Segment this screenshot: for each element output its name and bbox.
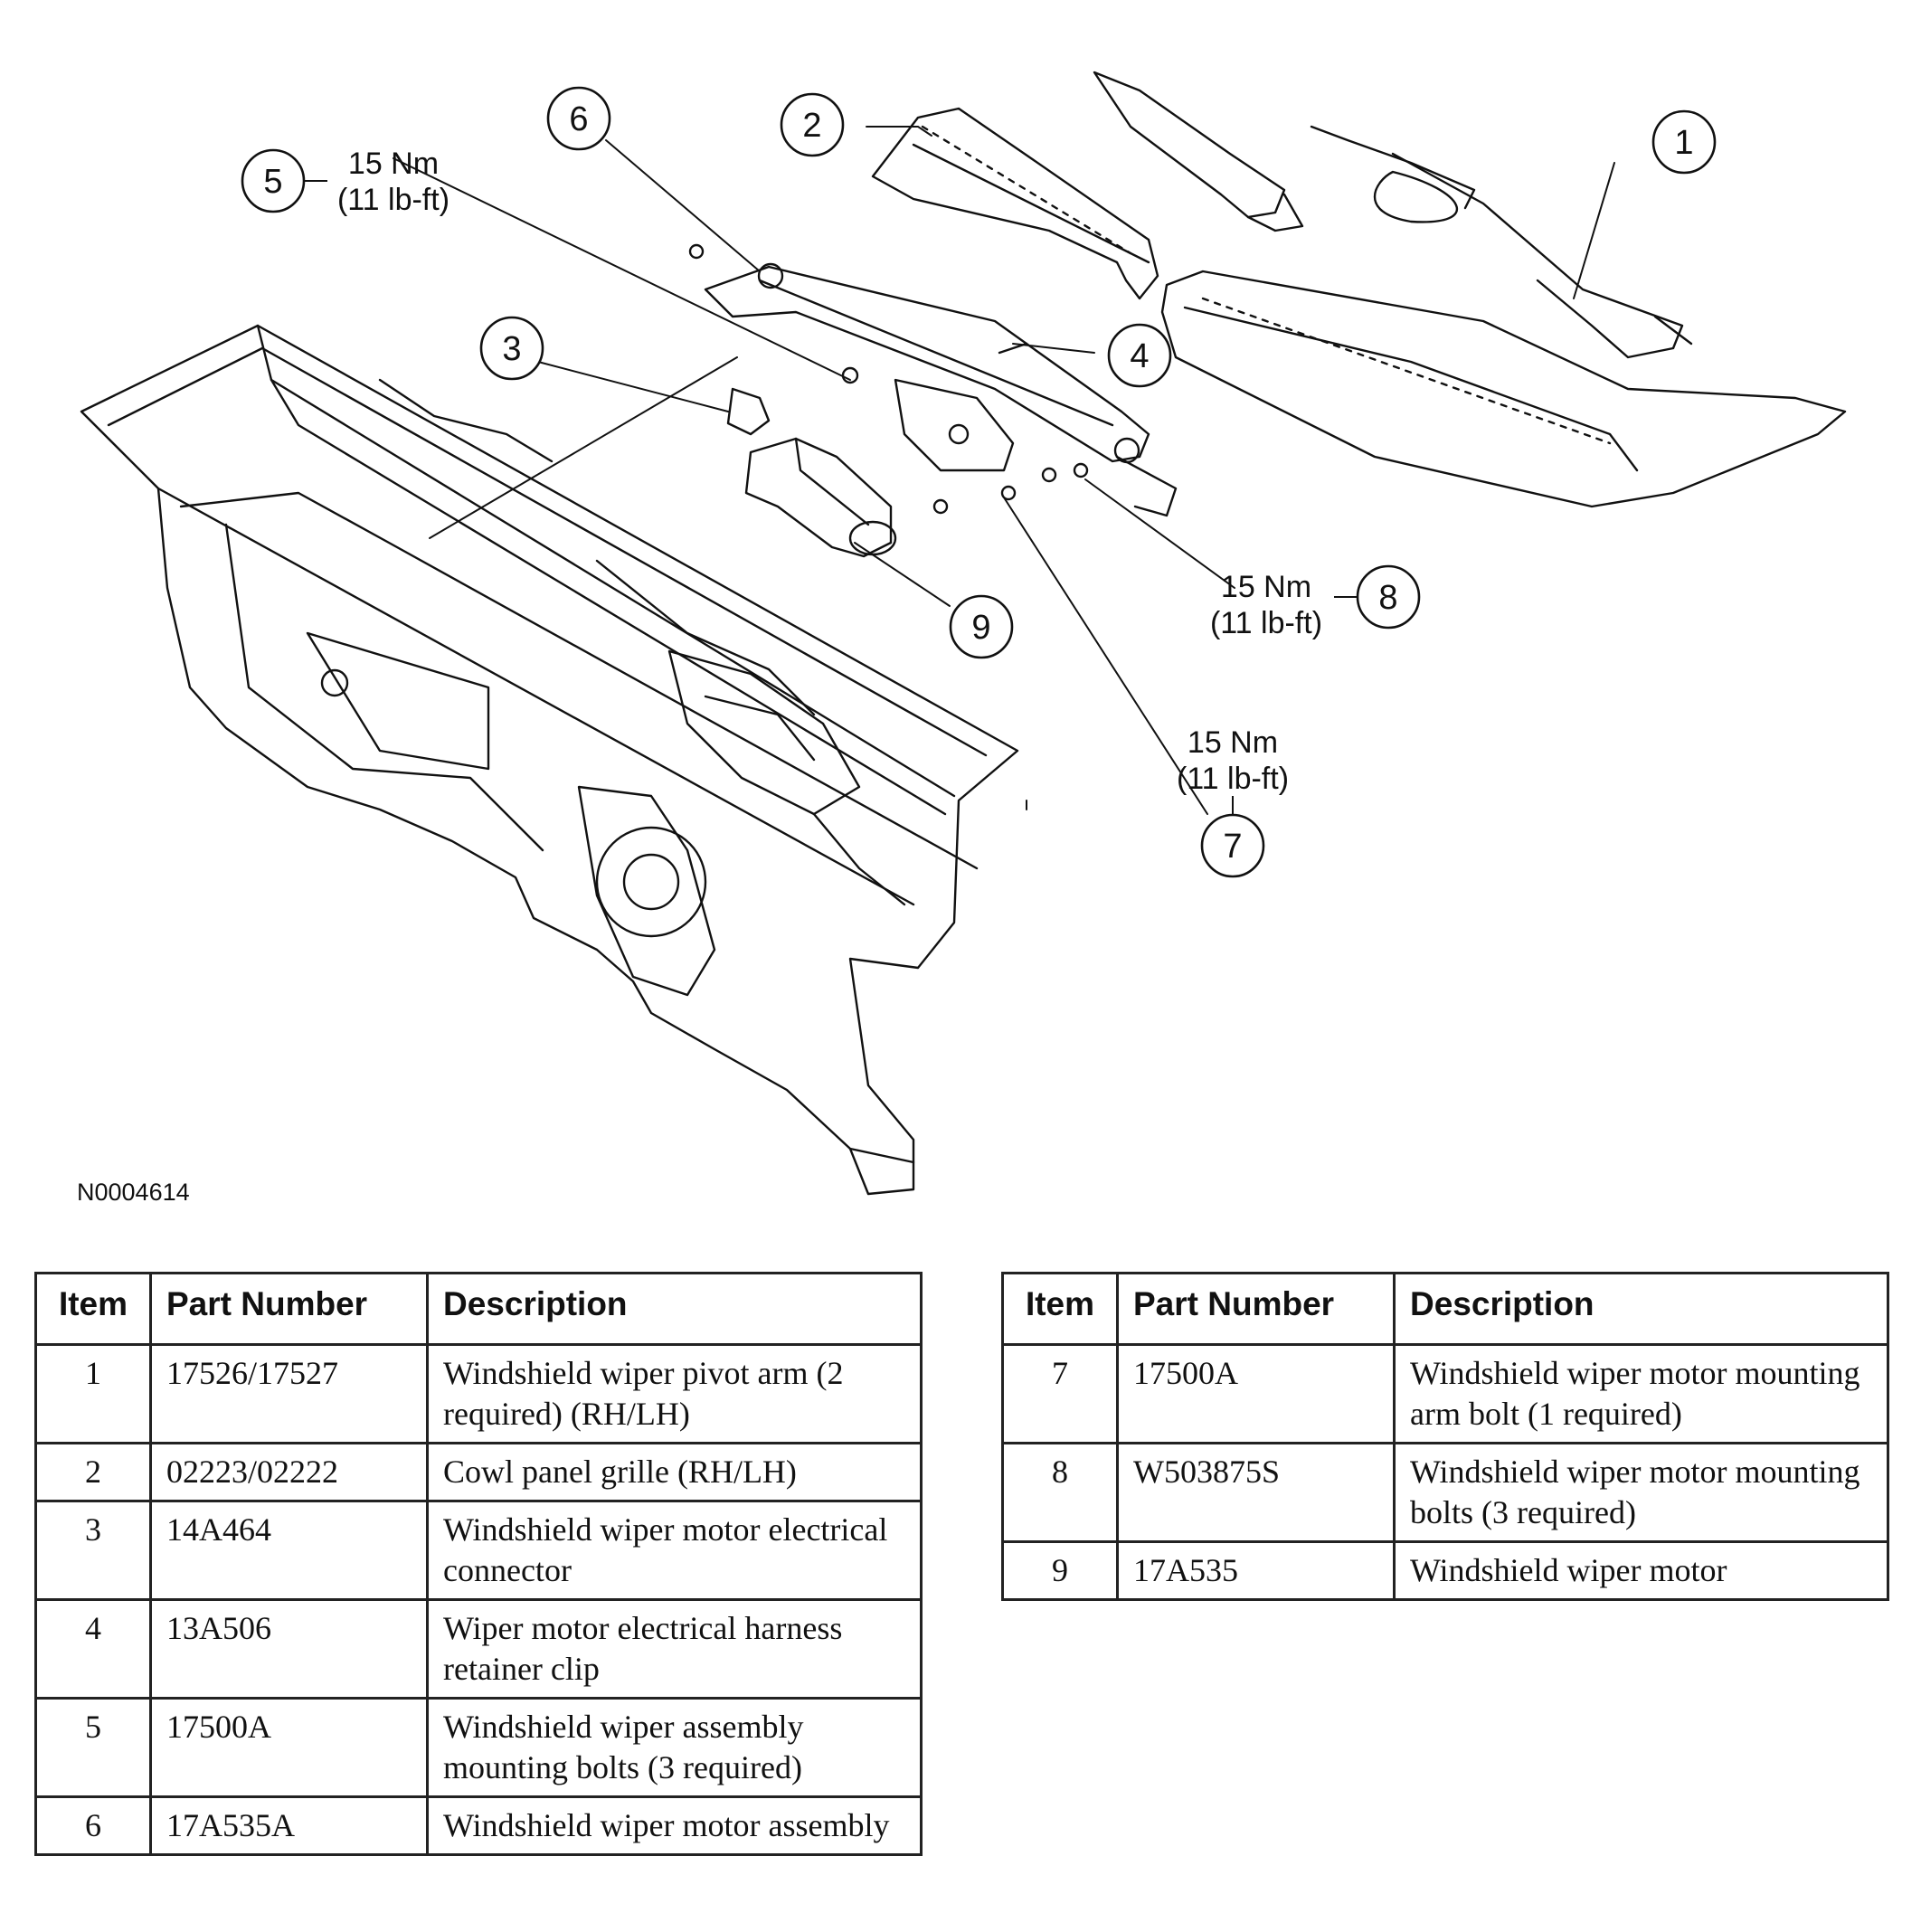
wiper-motor [726, 387, 897, 558]
dash-panel-cowl [80, 324, 1019, 1196]
parts-table-left: Item Part Number Description 1 17526/175… [34, 1272, 923, 1856]
table-row: 2 02223/02222 Cowl panel grille (RH/LH) [34, 1442, 923, 1502]
cell-description: Windshield wiper pivot arm (2 required) … [426, 1343, 923, 1444]
cell-part-number: 14A464 [149, 1500, 429, 1601]
svg-text:2: 2 [802, 107, 821, 145]
callout-1: 1 [1651, 109, 1717, 175]
callout-7: 7 [1200, 813, 1265, 878]
cell-item: 6 [34, 1795, 152, 1856]
svg-text:8: 8 [1378, 579, 1397, 617]
table-row: 4 13A506 Wiper motor electrical harness … [34, 1598, 923, 1700]
cell-part-number: 17A535A [149, 1795, 429, 1856]
torque-7-metric: 15 Nm [1188, 725, 1278, 760]
svg-text:9: 9 [971, 609, 990, 647]
wiper-pivot-arms [1093, 71, 1693, 359]
cell-description: Windshield wiper motor electrical connec… [426, 1500, 923, 1601]
svg-text:4: 4 [1130, 337, 1149, 375]
table-header-row: Item Part Number Description [34, 1272, 923, 1346]
table-row: 8 W503875S Windshield wiper motor mounti… [1001, 1442, 1889, 1543]
wiper-linkage-assembly [704, 262, 1178, 517]
torque-8-metric: 15 Nm [1221, 570, 1311, 604]
callout-6: 6 [546, 86, 611, 151]
cell-item: 5 [34, 1697, 152, 1798]
cell-item: 7 [1001, 1343, 1119, 1444]
torque-labels: 15 Nm (11 lb-ft) 15 Nm (11 lb-ft) 15 Nm … [305, 147, 1357, 814]
cell-item: 8 [1001, 1442, 1119, 1543]
callout-5: 5 [241, 148, 306, 213]
cell-part-number: W503875S [1116, 1442, 1396, 1543]
leader-lines [393, 126, 1615, 815]
svg-text:3: 3 [502, 330, 521, 368]
header-item: Item [1001, 1272, 1119, 1346]
cell-description: Windshield wiper motor mounting arm bolt… [1393, 1343, 1889, 1444]
svg-text:5: 5 [263, 163, 282, 201]
cowl-panel-grille [871, 107, 1847, 508]
header-part-number: Part Number [1116, 1272, 1396, 1346]
table-header-row: Item Part Number Description [1001, 1272, 1889, 1346]
header-description: Description [1393, 1272, 1889, 1346]
exploded-view-drawing: 1 2 3 4 5 6 7 8 [77, 71, 1847, 1206]
callout-8: 8 [1356, 564, 1421, 630]
header-part-number: Part Number [149, 1272, 429, 1346]
torque-7-imperial: (11 lb-ft) [1177, 762, 1289, 796]
cell-description: Windshield wiper assembly mounting bolts… [426, 1697, 923, 1798]
torque-5-imperial: (11 lb-ft) [337, 183, 449, 217]
callout-9: 9 [949, 594, 1014, 659]
figure-id: N0004614 [77, 1179, 190, 1206]
cell-description: Windshield wiper motor mounting bolts (3… [1393, 1442, 1889, 1543]
cell-part-number: 13A506 [149, 1598, 429, 1700]
header-item: Item [34, 1272, 152, 1346]
cell-description: Windshield wiper motor [1393, 1540, 1889, 1601]
callout-2: 2 [780, 92, 845, 157]
cell-item: 3 [34, 1500, 152, 1601]
cell-part-number: 17526/17527 [149, 1343, 429, 1444]
table-row: 3 14A464 Windshield wiper motor electric… [34, 1500, 923, 1601]
callout-4: 4 [1107, 323, 1172, 388]
cell-part-number: 02223/02222 [149, 1442, 429, 1502]
cell-item: 9 [1001, 1540, 1119, 1601]
cell-item: 2 [34, 1442, 152, 1502]
cell-part-number: 17A535 [1116, 1540, 1396, 1601]
torque-5-metric: 15 Nm [348, 147, 439, 181]
cell-description: Cowl panel grille (RH/LH) [426, 1442, 923, 1502]
callout-3: 3 [479, 316, 544, 381]
cell-description: Windshield wiper motor assembly [426, 1795, 923, 1856]
cell-item: 1 [34, 1343, 152, 1444]
table-row: 6 17A535A Windshield wiper motor assembl… [34, 1795, 923, 1856]
callouts: 1 2 3 4 5 6 7 8 [241, 86, 1717, 878]
cell-part-number: 17500A [1116, 1343, 1396, 1444]
parts-table-right: Item Part Number Description 7 17500A Wi… [1001, 1272, 1889, 1601]
table-row: 9 17A535 Windshield wiper motor [1001, 1540, 1889, 1601]
svg-text:7: 7 [1223, 828, 1242, 866]
cell-item: 4 [34, 1598, 152, 1700]
torque-8-imperial: (11 lb-ft) [1210, 606, 1322, 640]
fasteners [688, 243, 1089, 515]
svg-text:1: 1 [1674, 124, 1693, 162]
header-description: Description [426, 1272, 923, 1346]
table-row: 5 17500A Windshield wiper assembly mount… [34, 1697, 923, 1798]
cell-part-number: 17500A [149, 1697, 429, 1798]
cell-description: Wiper motor electrical harness retainer … [426, 1598, 923, 1700]
table-row: 1 17526/17527 Windshield wiper pivot arm… [34, 1343, 923, 1444]
svg-text:6: 6 [569, 100, 588, 138]
table-row: 7 17500A Windshield wiper motor mounting… [1001, 1343, 1889, 1444]
